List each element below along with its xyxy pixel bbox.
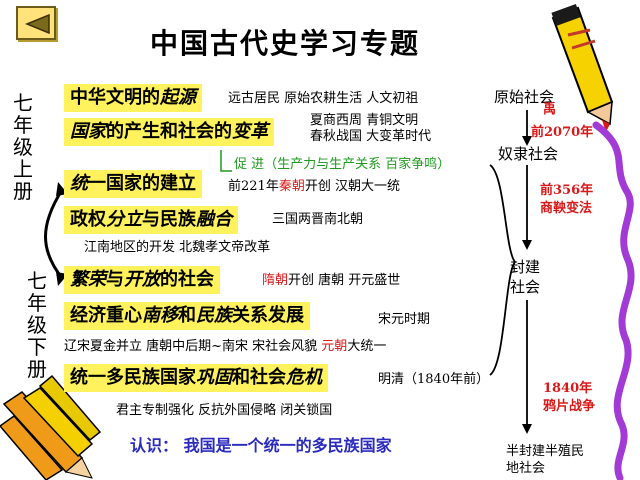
grade-upper-char: 上 xyxy=(13,157,33,181)
grade-upper-char: 年 xyxy=(13,113,33,137)
note-qin: 前221年秦朝开创 汉朝大一统 xyxy=(228,179,400,195)
topic-text: 统一多民族国家 xyxy=(70,367,196,388)
topic-emphasis: 起源 xyxy=(160,87,196,108)
topic-origin[interactable]: 中华文明的起源 xyxy=(64,84,202,112)
event-2070bc: 前2070年 xyxy=(531,125,594,140)
topic-unification[interactable]: 统一国家的建立 xyxy=(64,170,202,198)
topic-emphasis: 融合 xyxy=(196,209,232,230)
note-text: 大统一 xyxy=(347,339,387,354)
topic-text: 的社会 xyxy=(160,269,214,290)
note-dynasty: 元朝 xyxy=(321,339,348,354)
note-liao-song: 辽宋夏金并立 唐朝中后期~南宋 宋社会风貌 元朝大统一 xyxy=(64,339,386,355)
note-promote: 促 进（生产力与生产关系 百家争鸣） xyxy=(234,157,451,172)
grade-lower-char: 册 xyxy=(27,357,47,381)
topic-emphasis: 变革 xyxy=(232,121,268,142)
stage-feudal-2: 社会 xyxy=(510,278,541,296)
topic-emphasis: 危机 xyxy=(286,367,322,388)
note-origin: 远古居民 原始农耕生活 人文初祖 xyxy=(228,91,419,106)
topic-text: 与 xyxy=(106,269,124,290)
topic-economy[interactable]: 经济重心南移和民族关系发展 xyxy=(64,302,310,330)
note-sui: 隋朝开创 唐朝 开元盛世 xyxy=(262,273,400,289)
topic-text: 和 xyxy=(178,305,196,326)
topic-division[interactable]: 政权分立与民族融合 xyxy=(64,206,238,234)
grade-lower-char: 年 xyxy=(27,291,47,315)
grade-upper-char: 七 xyxy=(13,91,33,115)
topic-emphasis: 繁荣 xyxy=(70,269,106,290)
topic-emphasis: 南移 xyxy=(142,305,178,326)
grade-upper-char: 级 xyxy=(13,135,33,159)
note-text: 开创 汉朝大一统 xyxy=(304,179,400,194)
page-title: 中国古代史学习专题 xyxy=(150,27,421,60)
pencils-bottom-left-icon xyxy=(0,374,102,480)
event-yu: 禹 xyxy=(543,102,557,117)
stage-semi-colonial-1: 半封建半殖民 xyxy=(506,444,585,459)
grade-lower-label: 七 年 级 下 册 xyxy=(26,270,48,380)
note-spring-autumn: 春秋战国 大变革时代 xyxy=(310,129,432,144)
note-three-kingdoms: 三国两晋南北朝 xyxy=(272,212,364,227)
topic-emphasis: 国家 xyxy=(70,121,106,142)
note-song-yuan: 宋元时期 xyxy=(378,312,431,327)
topic-text: 和社会 xyxy=(232,367,286,388)
event-opium-war: 鸦片战争 xyxy=(543,399,596,414)
purple-squiggle-icon xyxy=(592,121,635,480)
grade-upper-char: 册 xyxy=(13,179,33,203)
note-xia-shang: 夏商西周 青铜文明 xyxy=(310,113,419,128)
grade-lower-char: 七 xyxy=(27,269,47,293)
topic-text: 一国家的建立 xyxy=(88,173,196,194)
topic-text: 关系发展 xyxy=(232,305,304,326)
event-shang-yang: 商鞅变法 xyxy=(540,201,593,216)
note-ming-qing: 明清（1840年前） xyxy=(378,372,490,387)
note-dynasty: 秦朝 xyxy=(278,179,305,194)
stage-slave: 奴隶社会 xyxy=(498,145,559,163)
topic-text: 的产生和社会的 xyxy=(106,121,232,142)
note-autocracy: 君主专制强化 反抗外国侵略 闭关锁国 xyxy=(116,403,333,418)
back-button[interactable] xyxy=(16,6,56,40)
grade-lower-char: 级 xyxy=(27,313,47,337)
event-1840: 1840年 xyxy=(543,381,593,396)
topic-text: 中华文明的 xyxy=(70,87,160,108)
triangle-left-icon xyxy=(25,14,50,34)
stage-primitive: 原始社会 xyxy=(494,88,555,106)
note-dynasty: 隋朝 xyxy=(262,273,289,288)
topic-state[interactable]: 国家的产生和社会的变革 xyxy=(64,118,274,146)
topic-text: 与民族 xyxy=(142,209,196,230)
topic-emphasis: 民族 xyxy=(196,305,232,326)
stage-semi-colonial-2: 地社会 xyxy=(506,461,546,476)
note-year: 前221年 xyxy=(228,179,279,194)
topic-emphasis: 统 xyxy=(70,173,88,194)
grade-upper-label: 七 年 级 上 册 xyxy=(12,92,34,202)
topic-emphasis: 分立 xyxy=(106,209,142,230)
topic-consolidation[interactable]: 统一多民族国家巩固和社会危机 xyxy=(64,364,328,392)
topic-emphasis: 巩固 xyxy=(196,367,232,388)
note-jiangnan: 江南地区的开发 北魏孝文帝改革 xyxy=(84,240,271,255)
topic-emphasis: 开放 xyxy=(124,269,160,290)
note-text: 辽宋夏金并立 唐朝中后期~南宋 宋社会风貌 xyxy=(64,339,322,354)
crayon-top-right-icon xyxy=(551,3,614,132)
event-356bc: 前356年 xyxy=(540,183,594,198)
conclusion-text: 认识： 我国是一个统一的多民族国家 xyxy=(130,436,392,455)
note-text: 开创 唐朝 开元盛世 xyxy=(288,273,401,288)
topic-text: 政权 xyxy=(70,209,106,230)
topic-text: 经济重心 xyxy=(70,305,142,326)
grade-lower-char: 下 xyxy=(27,335,47,359)
topic-prosperity[interactable]: 繁荣与开放的社会 xyxy=(64,266,220,294)
stage-feudal-1: 封建 xyxy=(510,258,541,276)
